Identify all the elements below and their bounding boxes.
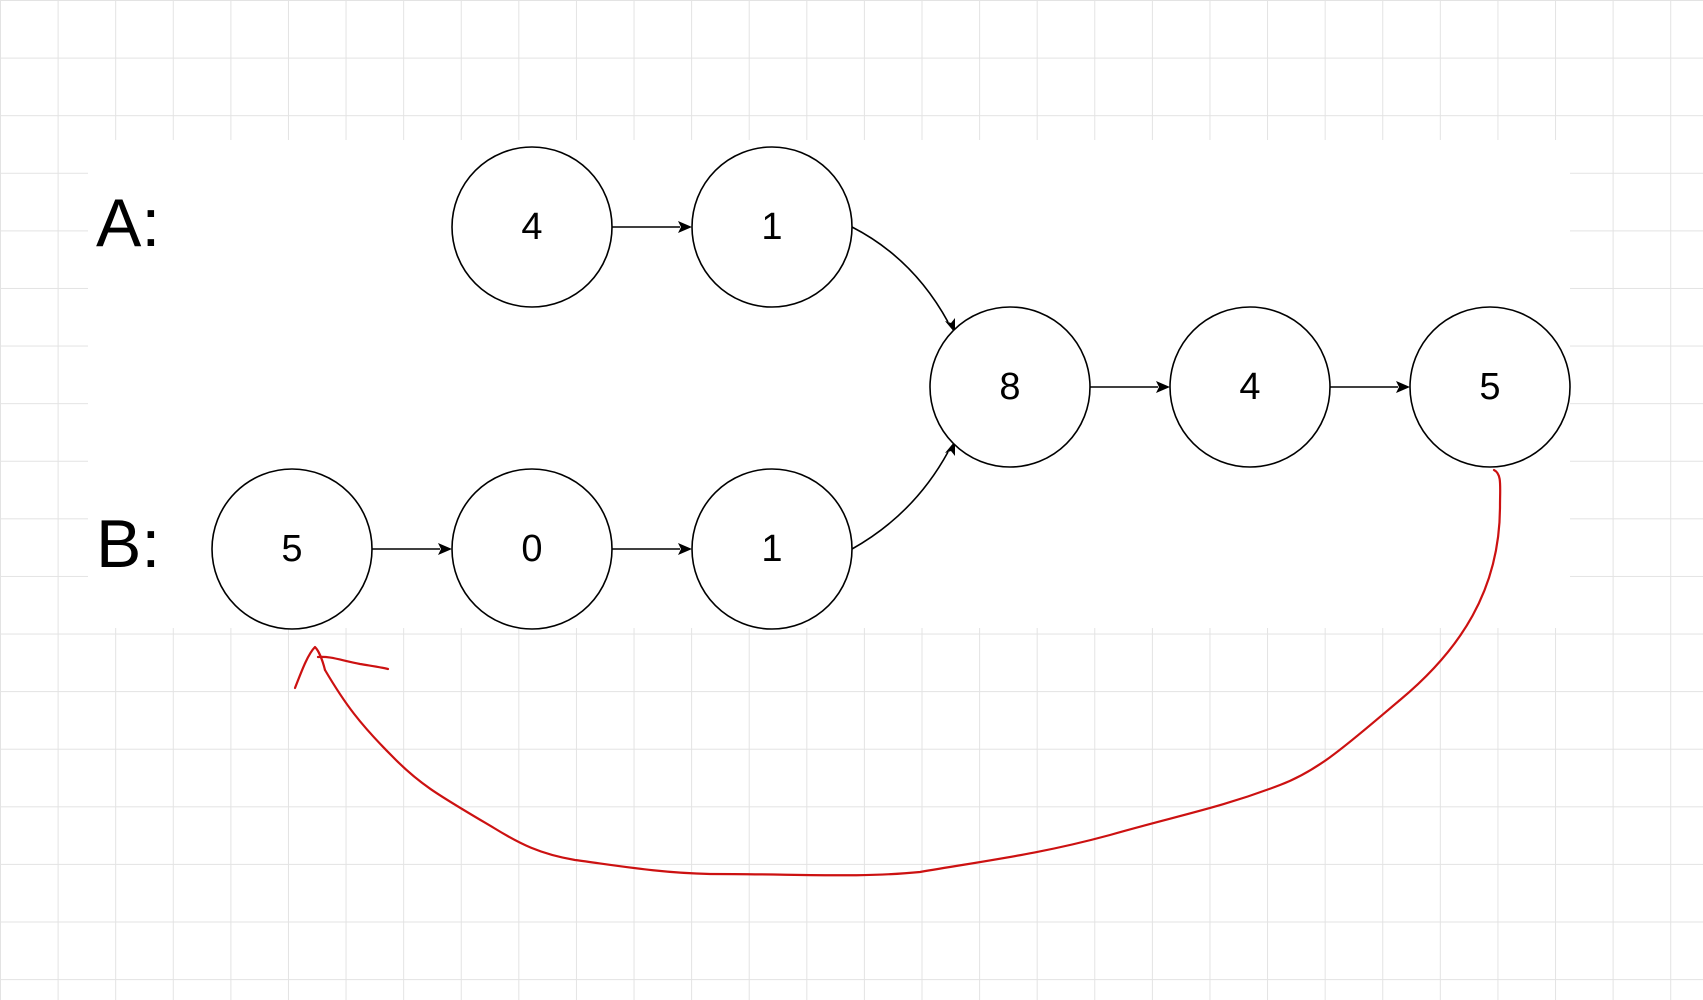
node-c3-value: 5 xyxy=(1479,366,1500,408)
node-b1: 5 xyxy=(211,468,373,630)
edge-c1-c2 xyxy=(1090,381,1170,393)
node-b1-value: 5 xyxy=(281,528,302,570)
loop-curve xyxy=(323,468,1502,877)
edge-a1-a2 xyxy=(612,221,692,233)
node-c3: 5 xyxy=(1409,306,1571,468)
edge-b2-b3 xyxy=(612,543,692,555)
edge-c2-c3 xyxy=(1330,381,1410,393)
node-c1: 8 xyxy=(929,306,1091,468)
node-b2-value: 0 xyxy=(521,528,542,570)
edge-b3-c1 xyxy=(851,441,955,550)
node-b2: 0 xyxy=(451,468,613,630)
list-label-a: A: xyxy=(96,185,160,261)
loop-annotation xyxy=(293,468,1502,877)
node-b3-value: 1 xyxy=(761,528,782,570)
node-c1-value: 8 xyxy=(999,366,1020,408)
node-a1-value: 4 xyxy=(521,206,542,248)
edge-b1-b2 xyxy=(372,543,452,555)
node-a2-value: 1 xyxy=(761,206,782,248)
edge-a2-c1 xyxy=(851,226,955,333)
node-a1: 4 xyxy=(451,146,613,308)
node-c2: 4 xyxy=(1169,306,1331,468)
loop-arrow-tick xyxy=(316,655,390,671)
node-b3: 1 xyxy=(691,468,853,630)
loop-arrowhead-stroke xyxy=(293,645,327,690)
node-c2-value: 4 xyxy=(1239,366,1260,408)
node-a2: 1 xyxy=(691,146,853,308)
list-label-b: B: xyxy=(96,506,160,582)
